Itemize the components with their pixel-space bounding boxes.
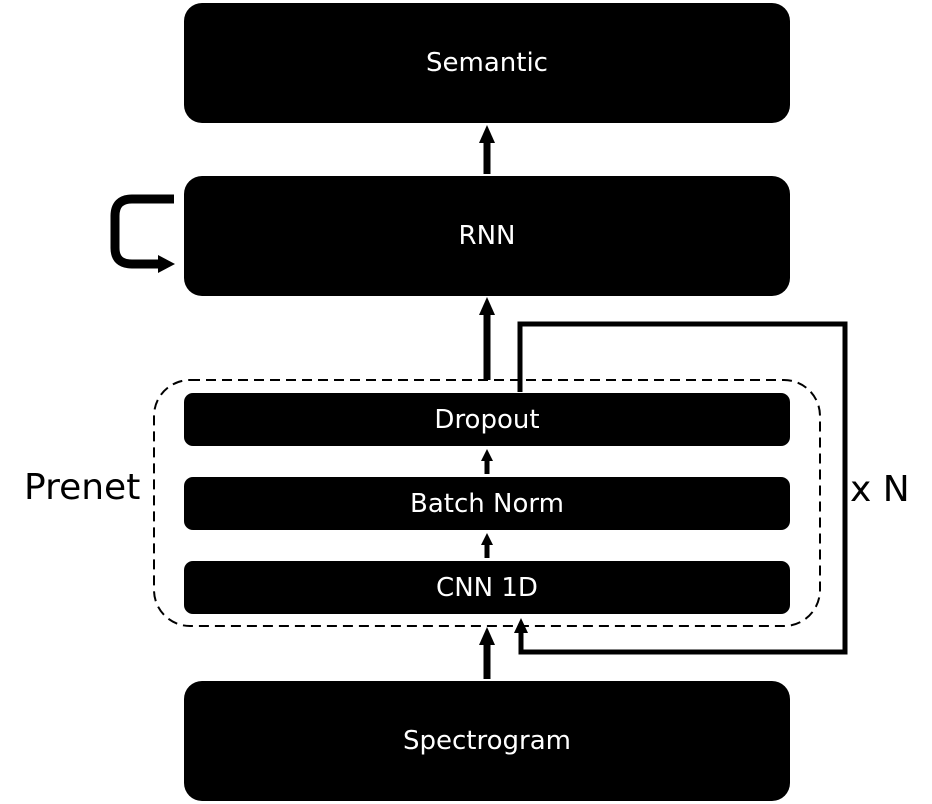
arrow-batchnorm-to-dropout [481, 449, 493, 474]
cnn-1d-block: CNN 1D [184, 561, 790, 614]
rnn-label: RNN [458, 221, 516, 251]
arrow-dropout-to-rnn [479, 297, 495, 380]
batch-norm-block: Batch Norm [184, 477, 790, 530]
batch-norm-label: Batch Norm [410, 488, 564, 519]
arrow-spectrogram-to-prenet [479, 627, 495, 679]
prenet-label: Prenet [24, 467, 141, 508]
rnn-block: RNN [184, 176, 790, 296]
arrow-rnn-to-semantic [479, 125, 495, 174]
spectrogram-block: Spectrogram [184, 681, 790, 801]
dropout-block: Dropout [184, 393, 790, 446]
semantic-label: Semantic [426, 48, 548, 78]
semantic-block: Semantic [184, 3, 790, 123]
arrow-cnn-to-batchnorm [481, 533, 493, 558]
dropout-label: Dropout [434, 404, 540, 435]
repeat-count-label: x N [850, 469, 910, 510]
repeat-loop-arrow [514, 321, 848, 655]
cnn-1d-label: CNN 1D [436, 572, 538, 603]
rnn-recurrent-loop-arrow [110, 194, 175, 273]
spectrogram-label: Spectrogram [403, 726, 571, 756]
